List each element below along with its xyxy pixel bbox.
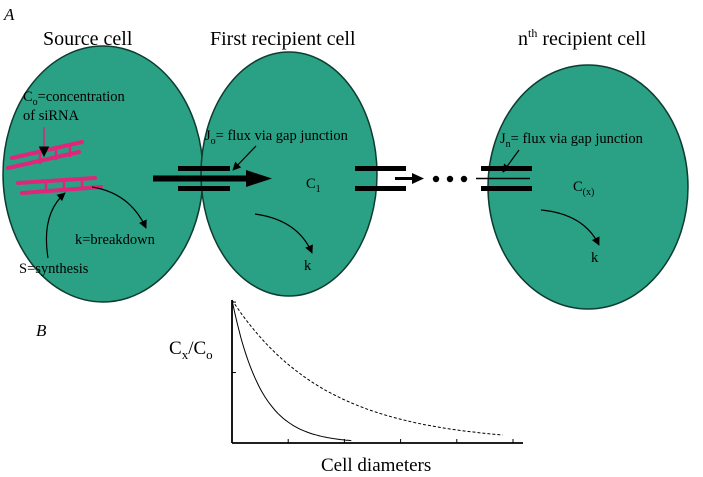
nth-recipient-title: nth recipient cell bbox=[518, 26, 647, 50]
flux-label-first: Jo= flux via gap junction bbox=[205, 128, 349, 147]
x-axis-label: Cell diameters bbox=[321, 455, 431, 476]
c1-label: C1 bbox=[306, 176, 321, 195]
source-cell-title: Source cell bbox=[43, 28, 133, 50]
k-label-nth: k bbox=[591, 250, 599, 266]
gap-junction-1 bbox=[178, 166, 230, 191]
y-axis-label: Cx/Co bbox=[169, 338, 213, 362]
concentration-label-line2: of siRNA bbox=[23, 108, 80, 124]
first-recipient-cell bbox=[200, 51, 378, 297]
ellipsis-dot bbox=[446, 175, 454, 183]
breakdown-arrow bbox=[91, 186, 147, 229]
gap-junction-2 bbox=[355, 166, 406, 191]
decay-curve-solid bbox=[231, 299, 352, 442]
k-label-first: k bbox=[304, 258, 312, 274]
breakdown-label: k=breakdown bbox=[75, 232, 156, 248]
synthesis-label: S=synthesis bbox=[19, 261, 89, 277]
flux-arrow bbox=[153, 170, 272, 187]
ellipsis-dot bbox=[432, 175, 440, 183]
chain-arrow bbox=[395, 173, 530, 184]
flux-pointer-nth bbox=[502, 149, 520, 173]
ellipsis-dot bbox=[460, 175, 468, 183]
concentration-label: Co=concentration bbox=[23, 89, 126, 108]
decay-curve-dashed bbox=[231, 299, 503, 436]
panel-b-label: B bbox=[36, 321, 47, 340]
sirna-duplex bbox=[6, 140, 103, 195]
flux-label-nth: Jn= flux via gap junction bbox=[500, 131, 644, 150]
decay-arrow-nth bbox=[540, 209, 600, 246]
synthesis-arrow bbox=[45, 192, 66, 259]
first-recipient-title: First recipient cell bbox=[210, 28, 356, 50]
decay-chart: Cx/Co Cell diameters bbox=[169, 299, 523, 476]
flux-pointer-first bbox=[232, 145, 257, 171]
panel-a-label: A bbox=[3, 5, 15, 24]
decay-arrow-first bbox=[254, 213, 313, 254]
cx-label: C(x) bbox=[573, 179, 594, 198]
